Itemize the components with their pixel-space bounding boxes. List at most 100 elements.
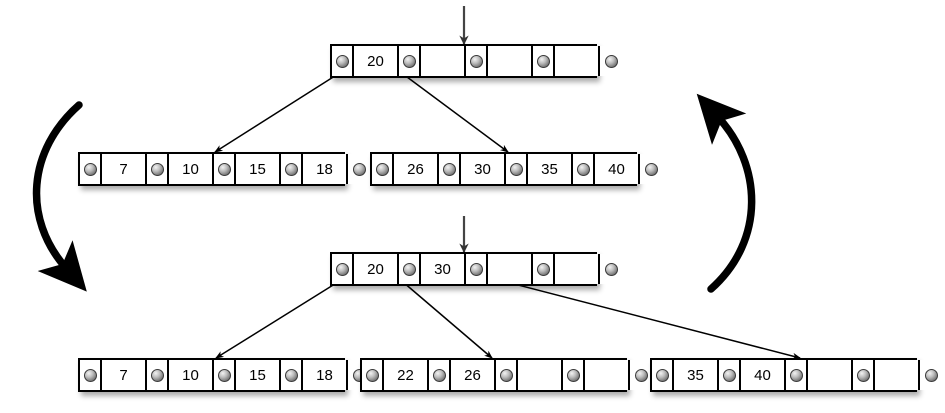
pointer-cell[interactable] (214, 154, 236, 184)
pointer-cell[interactable] (332, 254, 354, 284)
pointer-dot-icon (352, 162, 366, 176)
key-cell[interactable] (555, 254, 600, 284)
pointer-cell[interactable] (348, 154, 370, 184)
key-cell[interactable]: 10 (169, 360, 214, 390)
pointer-dot-icon (335, 54, 349, 68)
pointer-dot-icon (566, 368, 580, 382)
pointer-cell[interactable] (214, 360, 236, 390)
pointer-cell[interactable] (600, 46, 622, 76)
pointer-cell[interactable] (719, 360, 741, 390)
pointer-cell[interactable] (640, 154, 662, 184)
pointer-cell[interactable] (147, 154, 169, 184)
pointer-dot-icon (509, 162, 523, 176)
pointer-dot-icon (789, 368, 803, 382)
pointer-dot-icon (442, 162, 456, 176)
pointer-cell[interactable] (496, 360, 518, 390)
key-cell[interactable] (585, 360, 630, 390)
root-node-before[interactable]: 20 (330, 44, 622, 78)
pointer-cell[interactable] (652, 360, 674, 390)
key-cell[interactable]: 26 (451, 360, 496, 390)
pointer-cell[interactable] (853, 360, 875, 390)
pointer-dot-icon (634, 368, 648, 382)
pointer-dot-icon (150, 368, 164, 382)
pointer-cell[interactable] (332, 46, 354, 76)
pointer-cell[interactable] (466, 46, 488, 76)
key-cell[interactable] (488, 254, 533, 284)
pointer-dot-icon (150, 162, 164, 176)
pointer-dot-icon (217, 162, 231, 176)
key-cell[interactable] (808, 360, 853, 390)
pointer-dot-icon (284, 162, 298, 176)
pointer-cell[interactable] (563, 360, 585, 390)
pointer-cell[interactable] (533, 254, 555, 284)
key-cell[interactable] (488, 46, 533, 76)
pointer-dot-icon (655, 368, 669, 382)
pointer-dot-icon (576, 162, 590, 176)
pointer-dot-icon (644, 162, 658, 176)
key-cell[interactable]: 35 (528, 154, 573, 184)
pointer-cell[interactable] (281, 360, 303, 390)
pointer-dot-icon (402, 54, 416, 68)
key-cell[interactable]: 18 (303, 154, 348, 184)
pointer-dot-icon (83, 162, 97, 176)
pointer-cell[interactable] (533, 46, 555, 76)
key-cell[interactable]: 20 (354, 254, 399, 284)
pointer-dot-icon (83, 368, 97, 382)
pointer-cell[interactable] (630, 360, 652, 390)
pointer-dot-icon (469, 54, 483, 68)
pointer-cell[interactable] (573, 154, 595, 184)
leaf-node-left-after[interactable]: 7 10 15 18 (78, 358, 370, 392)
pointer-dot-icon (217, 368, 231, 382)
key-cell[interactable]: 26 (394, 154, 439, 184)
pointer-cell[interactable] (600, 254, 622, 284)
pointer-cell[interactable] (399, 254, 421, 284)
pointer-cell[interactable] (147, 360, 169, 390)
key-cell[interactable]: 18 (303, 360, 348, 390)
edge-root-to-right-leaf-after (467, 271, 802, 360)
key-cell[interactable]: 40 (595, 154, 640, 184)
root-node-after[interactable]: 20 30 (330, 252, 622, 286)
pointer-cell[interactable] (786, 360, 808, 390)
pointer-dot-icon (924, 368, 938, 382)
pointer-cell[interactable] (920, 360, 942, 390)
key-cell[interactable]: 30 (461, 154, 506, 184)
pointer-cell[interactable] (466, 254, 488, 284)
leaf-node-left-before[interactable]: 7 10 15 18 (78, 152, 370, 186)
key-cell[interactable]: 7 (102, 360, 147, 390)
pointer-cell[interactable] (439, 154, 461, 184)
flow-arrow-left-descending (32, 101, 87, 292)
key-cell[interactable]: 40 (741, 360, 786, 390)
pointer-cell[interactable] (429, 360, 451, 390)
key-cell[interactable]: 15 (236, 154, 281, 184)
key-cell[interactable]: 15 (236, 360, 281, 390)
key-cell[interactable] (875, 360, 920, 390)
pointer-cell[interactable] (281, 154, 303, 184)
edge-root-to-left-leaf-after (215, 281, 339, 359)
edge-root-to-left-leaf-before (214, 73, 339, 153)
key-cell[interactable]: 22 (384, 360, 429, 390)
pointer-dot-icon (604, 54, 618, 68)
key-cell[interactable] (518, 360, 563, 390)
pointer-dot-icon (375, 162, 389, 176)
key-cell[interactable]: 30 (421, 254, 466, 284)
key-cell[interactable] (555, 46, 600, 76)
key-cell[interactable]: 35 (674, 360, 719, 390)
leaf-node-right-after[interactable]: 35 40 (650, 358, 942, 392)
pointer-cell[interactable] (80, 154, 102, 184)
key-cell[interactable]: 20 (354, 46, 399, 76)
pointer-dot-icon (536, 54, 550, 68)
pointer-cell[interactable] (80, 360, 102, 390)
key-cell[interactable]: 7 (102, 154, 147, 184)
leaf-node-right-before[interactable]: 26 30 35 40 (370, 152, 662, 186)
key-cell[interactable]: 10 (169, 154, 214, 184)
pointer-cell[interactable] (372, 154, 394, 184)
pointer-cell[interactable] (362, 360, 384, 390)
pointer-cell[interactable] (399, 46, 421, 76)
key-cell[interactable] (421, 46, 466, 76)
pointer-dot-icon (284, 368, 298, 382)
pointer-dot-icon (722, 368, 736, 382)
pointer-cell[interactable] (506, 154, 528, 184)
leaf-node-middle-after[interactable]: 22 26 (360, 358, 652, 392)
